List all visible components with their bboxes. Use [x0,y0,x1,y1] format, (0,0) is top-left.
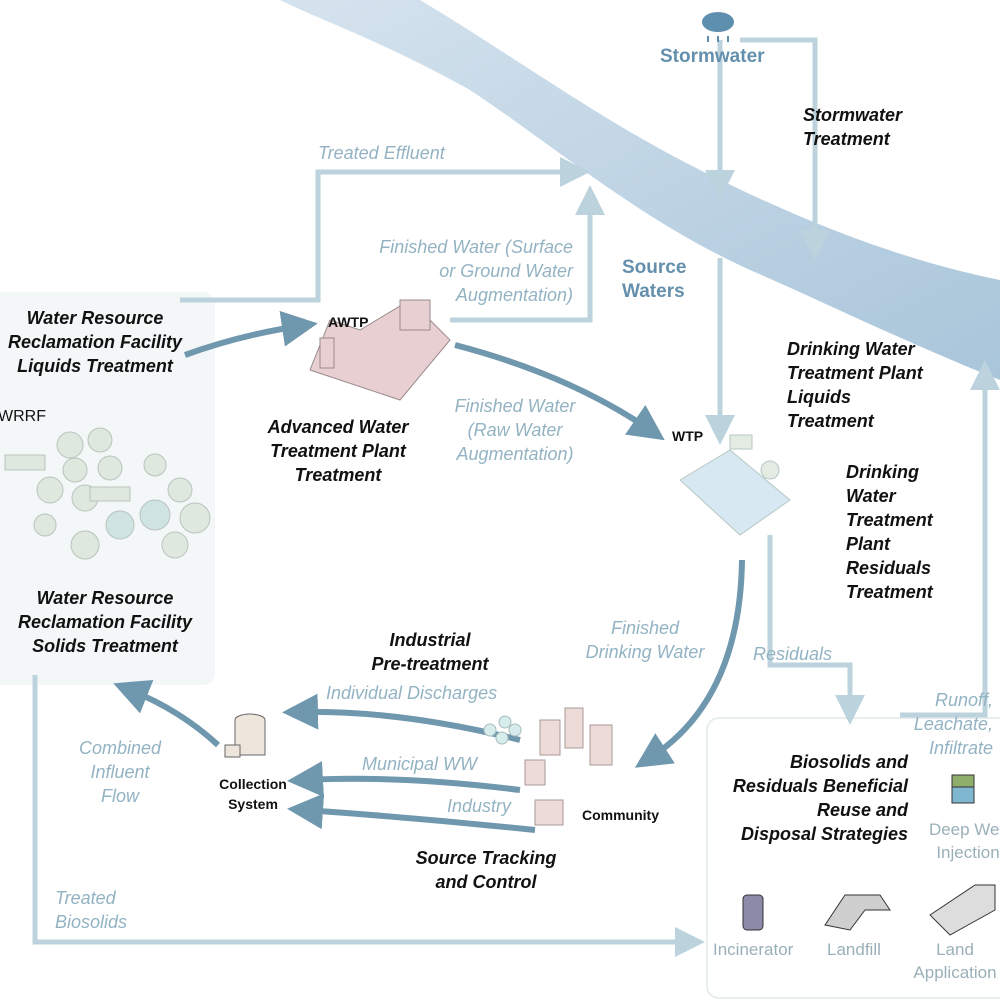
deep-well-injection-icon [951,774,975,804]
treated-biosolids-label: Treated Biosolids [55,888,128,932]
finished-water-raw-label: Finished Water (Raw Water Augmentation) [454,396,576,464]
stormwater-label: Stormwater [660,46,765,67]
finished-drinking-water-label: Finished Drinking Water [585,618,705,662]
source-waters-label: Source Waters [622,257,687,302]
wtp-plant-icon [679,434,791,536]
incinerator-label: Incinerator [713,940,794,959]
source-tracking-label: Source Tracking and Control [415,848,557,892]
dwtp-liquids-label: Drinking Water Treatment Plant Liquids T… [787,339,923,431]
runoff-leachate-infiltrate-label: Runoff, Leachate, Infiltrate [913,690,993,758]
residuals-label: Residuals [753,644,833,664]
rain-cloud-icon [702,12,734,42]
incinerator-icon [742,894,764,931]
wrrf-liquids-label: Water Resource Reclamation Facility Liqu… [7,308,183,376]
deep-well-injection-label: Deep Well Injection [928,820,1000,862]
industrial-pretreatment-icon [483,715,522,745]
wrrf-plant-icon [4,427,211,560]
collection-system-label: Collection System [219,776,287,812]
biosolids-strategies-label: Biosolids and Residuals Beneficial Reuse… [732,752,908,844]
community-label: Community [582,807,659,823]
secondary-flow-arrows [32,37,1000,957]
wtp-label: WTP [672,428,704,444]
industrial-pretreatment-label: Industrial Pre-treatment [371,630,489,674]
awtp-treatment-label: Advanced Water Treatment Plant Treatment [267,417,409,485]
municipal-ww-label: Municipal WW [362,754,478,774]
land-application-truck-icon [929,884,996,936]
wrrf-label: WRRF [0,408,46,425]
individual-discharges-label: Individual Discharges [326,683,498,703]
collection-system-icon [224,713,266,758]
landfill-label: Landfill [827,940,881,959]
combined-influent-flow-label: Combined Influent Flow [78,738,162,806]
dwtp-residuals-label: Drinking Water Treatment Plant Residuals… [846,462,933,602]
stormwater-treatment-label: Stormwater Treatment [803,105,903,149]
awtp-building-icon [309,299,451,401]
awtp-label: AWTP [328,314,369,330]
landfill-excavator-icon [824,894,891,931]
finished-water-surface-label: Finished Water (Surface or Ground Water … [379,237,573,305]
river [280,0,1000,380]
treated-effluent-label: Treated Effluent [318,143,445,163]
industry-label: Industry [447,796,512,816]
community-buildings-icon [524,707,613,826]
wrrf-solids-label: Water Resource Reclamation Facility Soli… [17,588,193,656]
land-application-label: Land Application [913,940,997,982]
